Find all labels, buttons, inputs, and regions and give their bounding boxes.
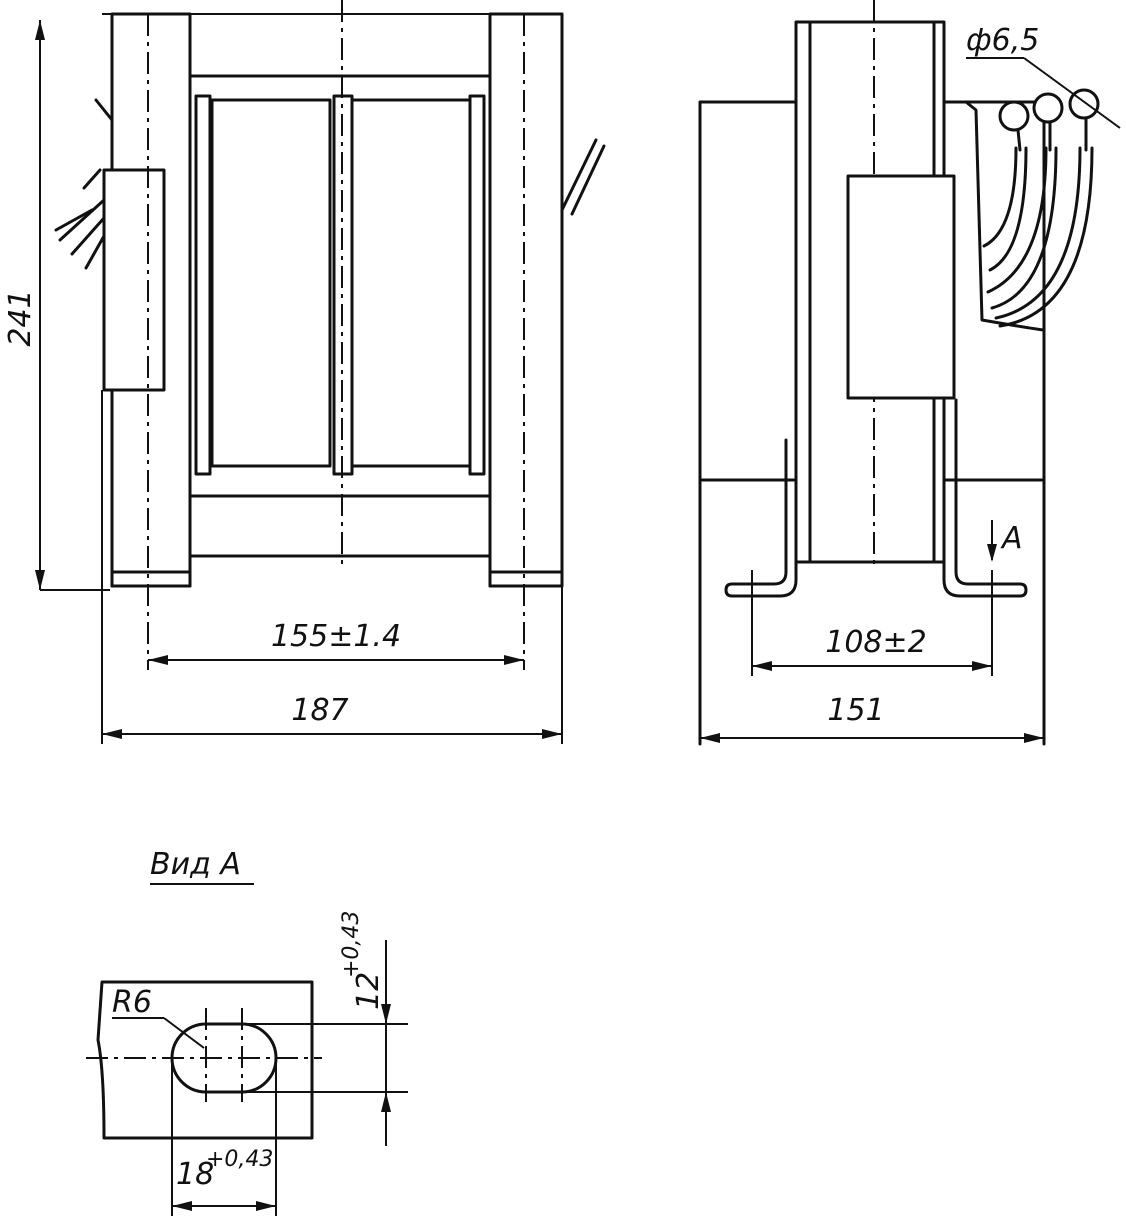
view-a-title: Вид А — [150, 847, 241, 882]
dim-151: 151 — [827, 693, 884, 728]
dim-diameter: ф6,5 — [966, 23, 1039, 58]
dim-18-tolerance: +0,43 — [206, 1147, 273, 1172]
dim-12-tolerance: +0,43 — [339, 911, 364, 978]
dim-12: 12 — [351, 972, 386, 1010]
front-view: 241 155±1.4 187 — [3, 0, 606, 744]
dim-18: 18 — [176, 1157, 214, 1192]
dim-108: 108±2 — [825, 625, 926, 660]
dim-r6: R6 — [112, 985, 152, 1020]
side-view: ф6,5 A 108±2 151 — [698, 0, 1121, 746]
dim-155: 155±1.4 — [271, 619, 401, 654]
view-a: Вид А R6 12 +0,43 18 +0,43 — [86, 847, 408, 1216]
dim-241: 241 — [3, 289, 38, 346]
dim-187: 187 — [291, 693, 348, 728]
arrow-a-label: A — [1000, 521, 1023, 556]
